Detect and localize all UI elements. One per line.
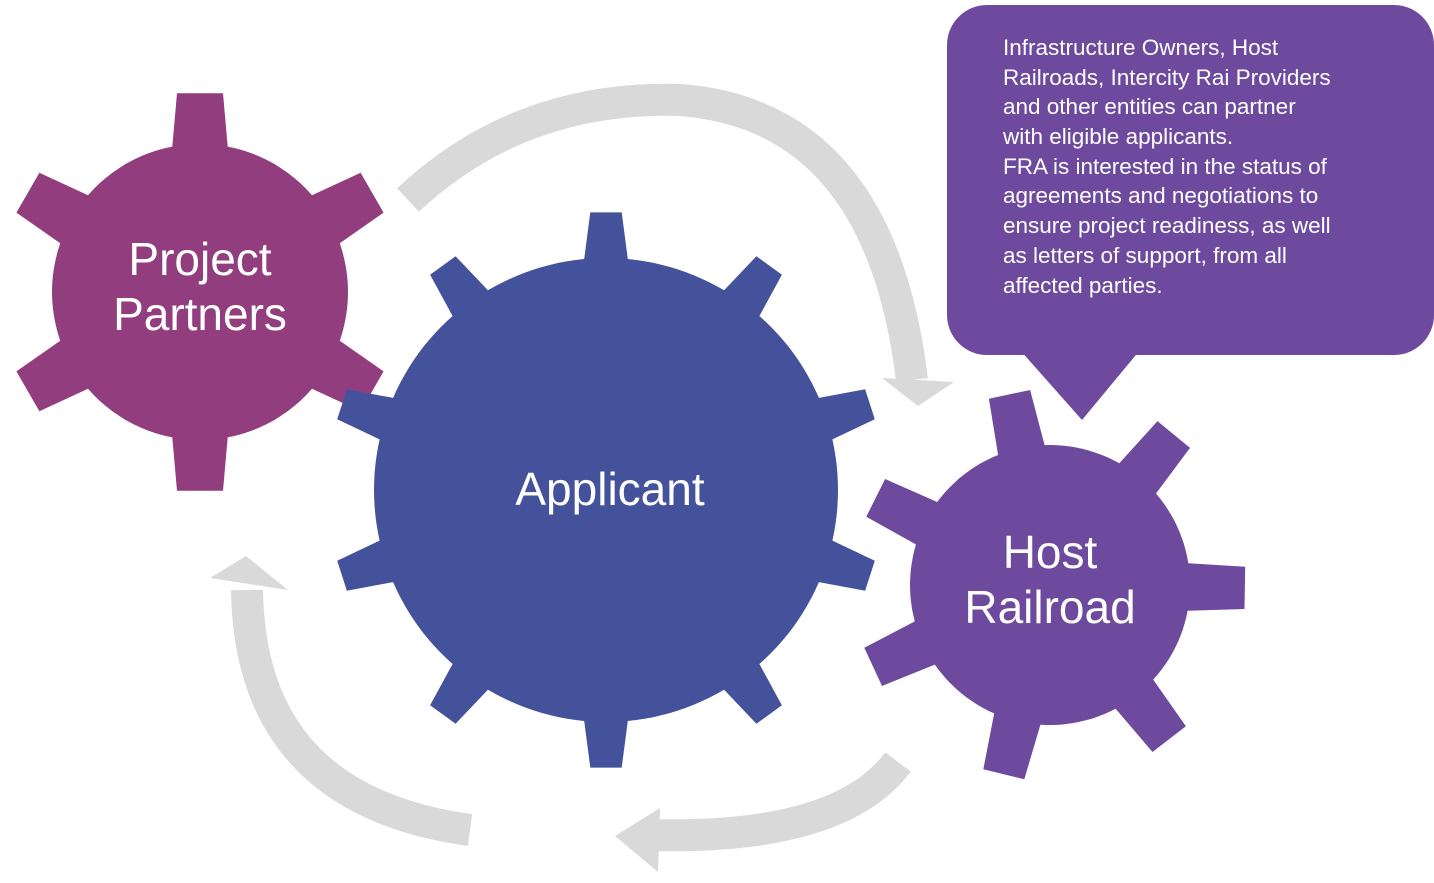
callout-line: agreements and negotiations to: [1003, 183, 1319, 209]
arrow-heads: [210, 378, 954, 872]
callout-line: with eligible applicants.: [1003, 124, 1234, 150]
gear-applicant: [337, 212, 875, 768]
arrow-head-bottom-right: [615, 808, 660, 872]
gear-label-line: Railroad: [964, 581, 1136, 634]
callout-line: Railroads, Intercity Rai Providers: [1003, 64, 1331, 90]
callout-pointer: [1020, 350, 1140, 420]
arrow-head-bottom-left: [210, 556, 288, 590]
arrow-bottom-left: [231, 589, 473, 846]
gear-label-project-partners: Project Partners: [100, 232, 300, 342]
callout-line: Infrastructure Owners, Host: [1003, 35, 1279, 60]
gear-label-line: Applicant: [515, 463, 705, 515]
callout-line: ensure project readiness, as well: [1003, 213, 1331, 239]
gear-label-line: Partners: [113, 288, 287, 341]
gear-layer: [16, 93, 1246, 780]
gear-label-line: Project: [128, 233, 272, 285]
gear-label-host-railroad: Host Railroad: [940, 525, 1160, 635]
arrow-head-top-right: [882, 378, 954, 406]
callout-line: FRA is interested in the status of: [1003, 153, 1327, 179]
callout-box: [947, 5, 1434, 355]
gear-project-partners: [16, 93, 384, 491]
arrow-bottom-right: [649, 752, 911, 852]
gear-host-railroad: [864, 390, 1246, 780]
callout-line: as letters of support, from all: [1003, 242, 1287, 268]
arrow-top-right: [397, 83, 928, 382]
gear-label-applicant: Applicant: [460, 462, 760, 517]
callout-line: and other entities can partner: [1003, 94, 1296, 120]
callout-text: Infrastructure Owners, Host Railroads, I…: [1003, 33, 1403, 300]
gear-label-line: Host: [1002, 526, 1098, 578]
callout-bubble: [947, 5, 1434, 420]
callout-line: affected parties.: [1003, 272, 1163, 298]
cycle-arrows: [231, 83, 928, 852]
